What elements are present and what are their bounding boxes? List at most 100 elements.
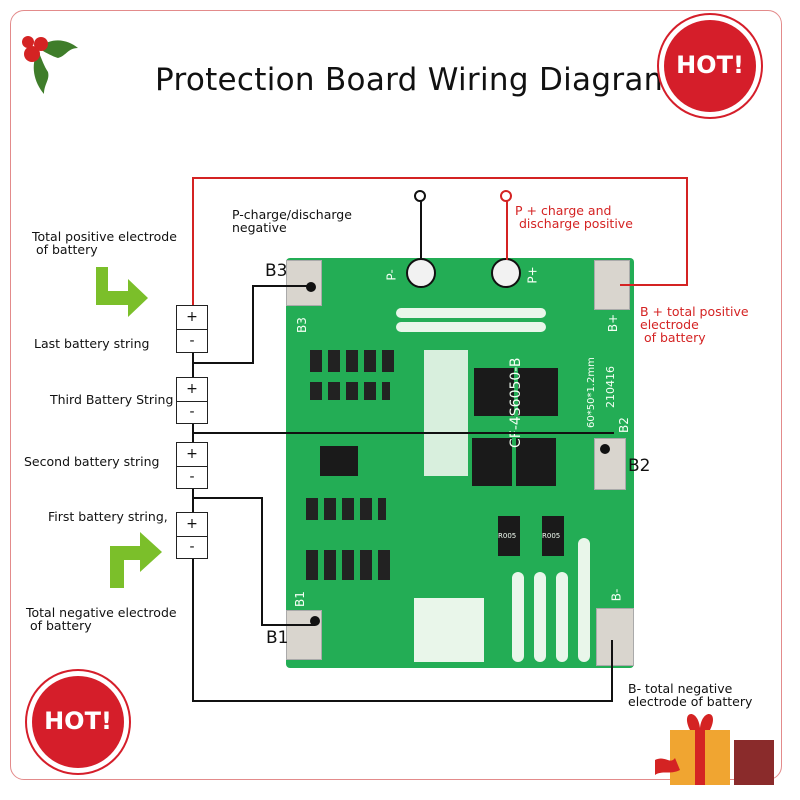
frame-border: [10, 10, 782, 780]
wire-negative-up: [611, 640, 613, 702]
copper-area: [424, 350, 468, 476]
label-second-string: Second battery string: [24, 454, 160, 469]
wire-b3-vertical: [252, 285, 254, 363]
hot-badge-top: HOT!: [664, 20, 756, 112]
slot: [396, 322, 546, 332]
wire-negative-bottom: [192, 700, 612, 702]
arrow-icon-bottom: [110, 532, 162, 588]
b3-pad: [286, 260, 322, 306]
wire-red-bplus: [620, 284, 688, 286]
battery-cell-third: + -: [176, 377, 208, 424]
resistor-r005: [542, 516, 564, 556]
cell-minus: -: [189, 333, 195, 349]
wire-red-pplus: [506, 200, 508, 260]
balance-connector: [414, 598, 484, 662]
component-row: [310, 382, 390, 400]
wire-red-right: [686, 177, 688, 285]
label-b3: B3: [265, 261, 288, 281]
b-minus-pad: [596, 608, 634, 666]
battery-cell-last: + -: [176, 305, 208, 353]
ic-chip: [320, 446, 358, 476]
gift-icon: [655, 713, 774, 785]
cell-plus: +: [186, 309, 198, 325]
label-b-minus-total: B- total negative electrode of battery: [628, 681, 753, 709]
cell-link: [192, 488, 194, 514]
component-row: [310, 350, 400, 372]
arrow-icon-top: [96, 267, 148, 317]
label-total-positive: Total positive electrode of battery: [32, 229, 177, 257]
component-row: [306, 550, 396, 580]
silk-p-minus: P-: [384, 269, 399, 281]
hot-badge-bottom-text: HOT!: [44, 707, 112, 735]
cell-minus: -: [189, 469, 195, 485]
silk-p-plus: P+: [525, 266, 540, 284]
slot: [512, 572, 524, 662]
wire-b1-vertical: [261, 497, 263, 625]
cell-minus: -: [189, 539, 195, 555]
hot-badge-bottom: HOT!: [32, 676, 124, 768]
resistor-label: R005: [498, 532, 517, 540]
protection-board: R005 R005 P- P+ B+ B3 B2 B1 B- CF-4S6050…: [286, 258, 634, 668]
label-first-string: First battery string,: [48, 509, 168, 524]
label-p-plus: P + charge and discharge positive: [515, 203, 633, 231]
cell-divider: [177, 535, 207, 537]
title-clip: Protection Board Wiring Diagram: [0, 0, 673, 130]
label-b1: B1: [266, 628, 289, 648]
b3-solder-dot: [306, 282, 316, 292]
battery-cell-first: + -: [176, 512, 208, 559]
silk-model: CF-4S6050-B: [508, 357, 524, 448]
mosfet: [518, 368, 558, 416]
resistor-r005: [498, 516, 520, 556]
silk-b1: B1: [292, 591, 307, 607]
p-plus-terminal-icon: [500, 190, 512, 202]
label-third-string: Third Battery String: [50, 392, 174, 407]
cell-plus: +: [186, 446, 198, 462]
wire-b2: [192, 432, 614, 434]
label-p-minus: P-charge/discharge negative: [232, 207, 352, 235]
b1-solder-dot: [310, 616, 320, 626]
wire-red-left: [192, 177, 194, 307]
cell-link: [192, 422, 194, 444]
b2-solder-dot: [600, 444, 610, 454]
cell-divider: [177, 329, 207, 330]
silk-b3: B3: [294, 317, 309, 333]
mosfet: [516, 438, 556, 486]
silk-b-minus: B-: [609, 588, 624, 602]
cell-plus: +: [186, 381, 198, 397]
silk-date: 210416: [604, 366, 617, 408]
p-minus-terminal-icon: [414, 190, 426, 202]
silk-b-plus: B+: [606, 313, 621, 333]
cell-minus: -: [189, 404, 195, 420]
wire-negative-vertical: [192, 555, 194, 701]
silk-dims: 60*50*1.2mm: [586, 357, 597, 428]
cell-plus: +: [186, 516, 198, 532]
p-plus-hole: [491, 258, 521, 288]
mosfet: [472, 438, 512, 486]
label-b-plus-total: B + total positive electrode of battery: [640, 304, 749, 345]
cell-link: [192, 352, 194, 380]
wire-b1-horizontal-top: [192, 497, 262, 499]
silk-b2: B2: [616, 417, 631, 433]
slot: [396, 308, 546, 318]
wire-b3-to-cell: [192, 362, 254, 364]
resistor-label: R005: [542, 532, 561, 540]
wire-b3-horizontal: [252, 285, 312, 287]
label-total-negative: Total negative electrode of battery: [26, 605, 177, 633]
label-last-string: Last battery string: [34, 336, 150, 351]
holly-icon: [22, 36, 78, 94]
wire-b1-horizontal-bottom: [261, 624, 315, 626]
slot: [534, 572, 546, 662]
cell-divider: [177, 400, 207, 402]
component-row: [306, 498, 386, 520]
b2-pad: [594, 438, 626, 490]
p-minus-hole: [406, 258, 436, 288]
page-title: Protection Board Wiring Diagram: [155, 62, 673, 98]
label-b2: B2: [628, 456, 651, 476]
hot-badge-top-text: HOT!: [676, 51, 744, 79]
mosfet: [474, 368, 514, 416]
battery-cell-second: + -: [176, 442, 208, 489]
slot: [556, 572, 568, 662]
wire-p-minus: [420, 200, 422, 260]
cell-divider: [177, 465, 207, 467]
wire-red-top: [192, 177, 687, 179]
